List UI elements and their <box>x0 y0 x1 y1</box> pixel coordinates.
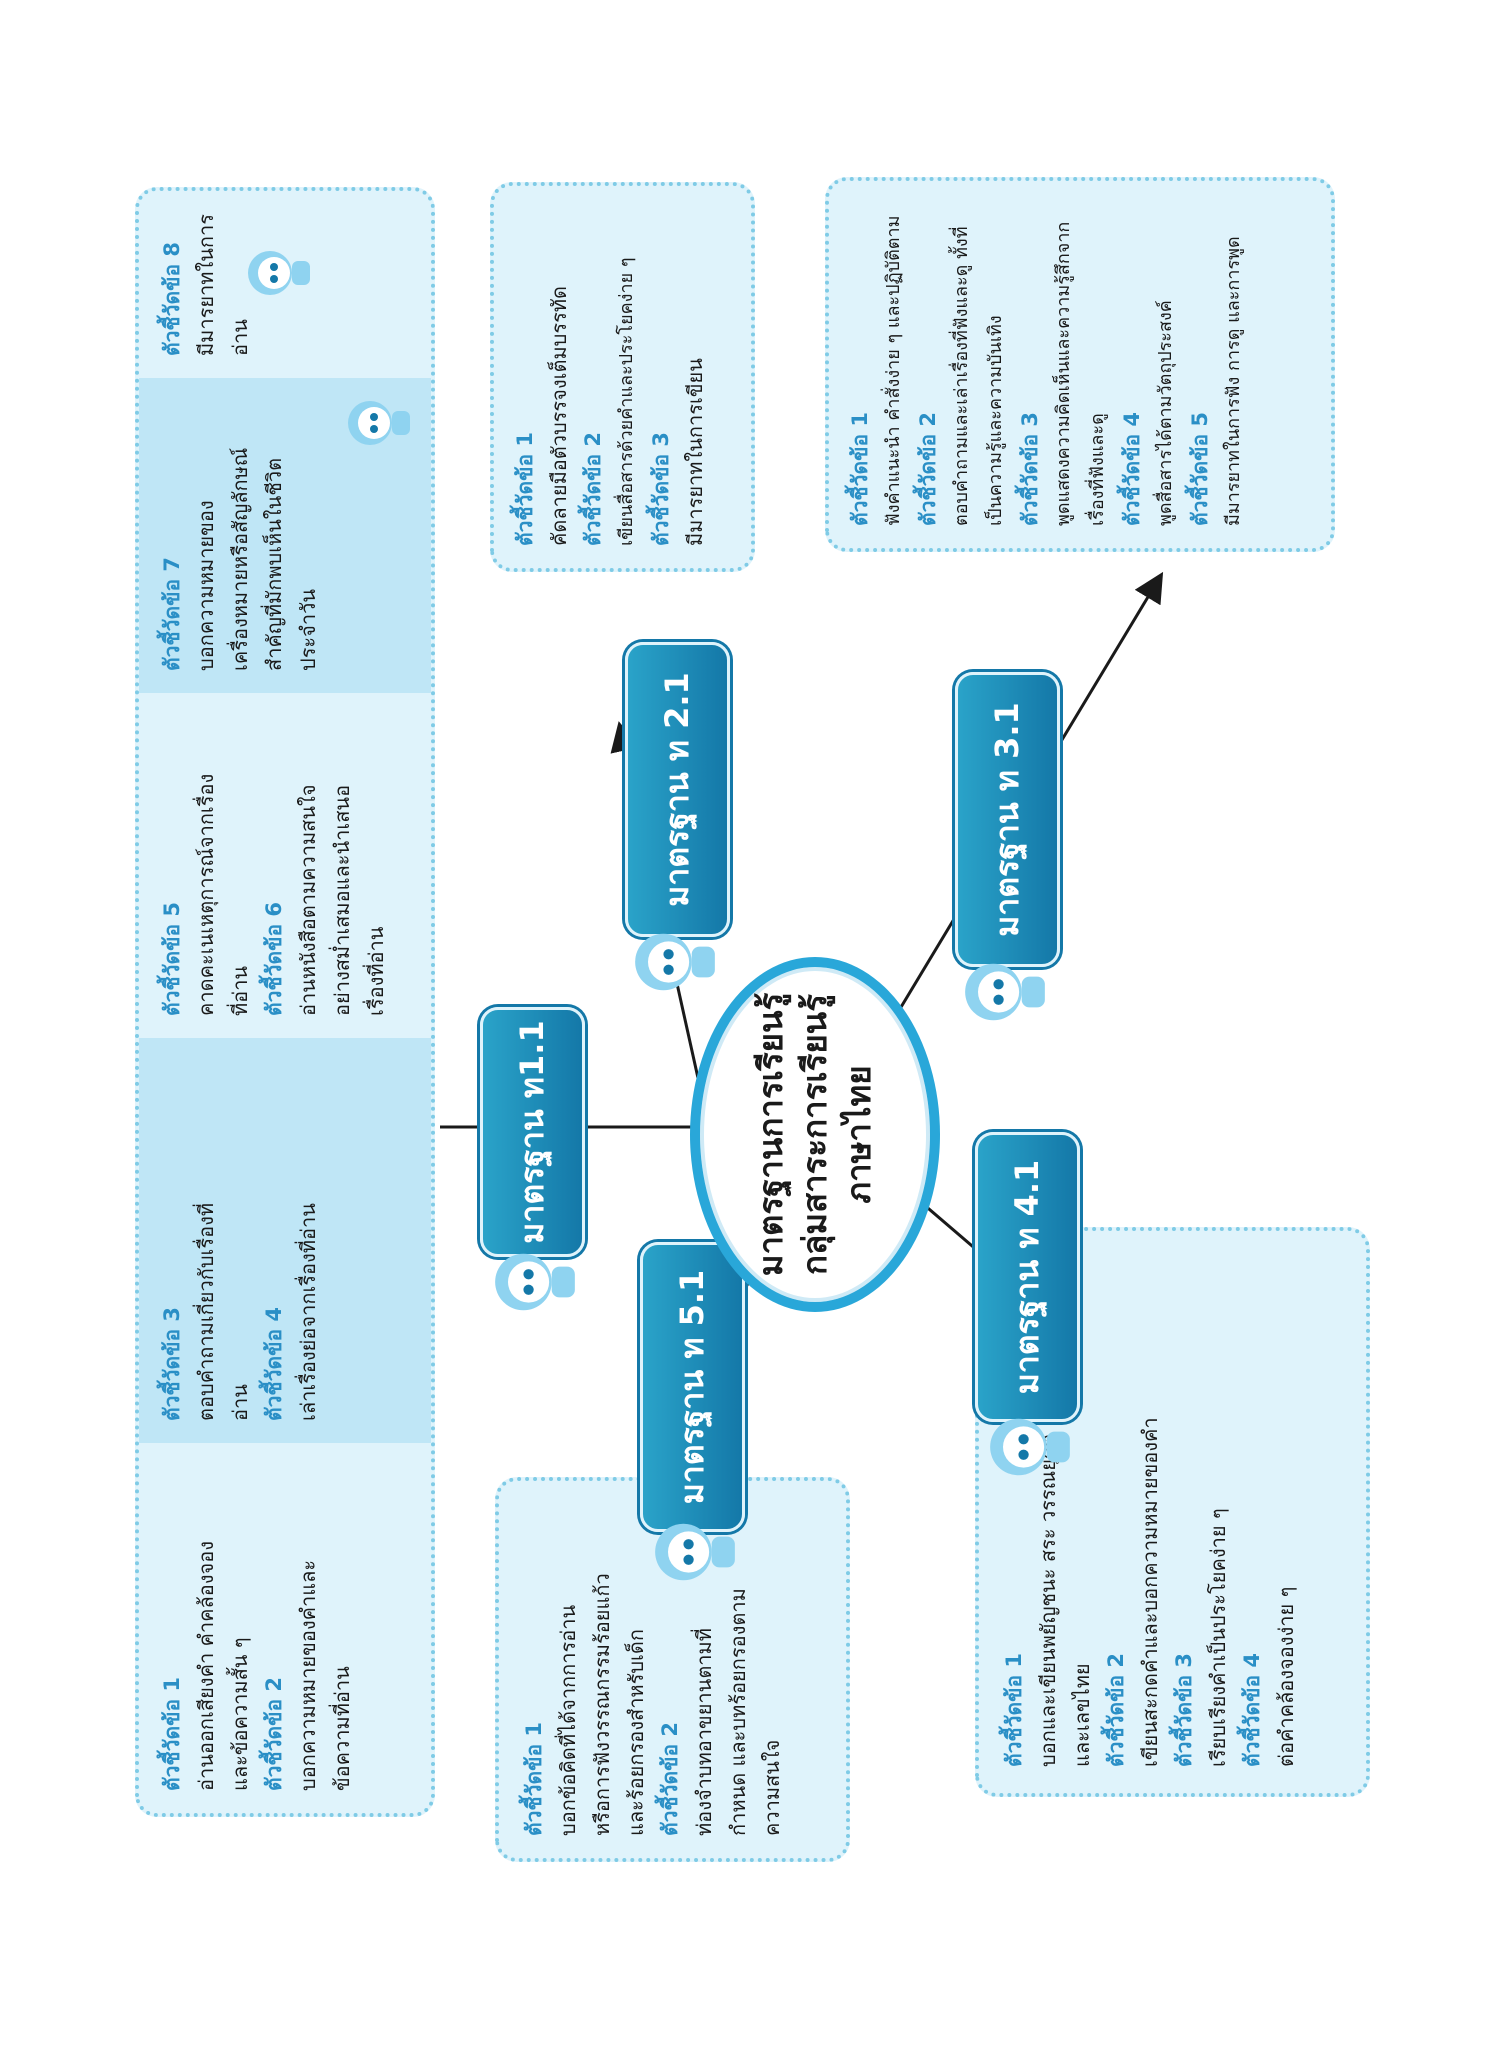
mascot-icon <box>495 1253 575 1311</box>
mascot-icon <box>248 251 310 295</box>
mascot-icon <box>965 963 1045 1021</box>
t3-1-indicators: ตัวชี้วัดข้อ 1 ฟังคำแนะนำ คำสั่งง่าย ๆ แ… <box>843 186 1251 526</box>
t1-1-indicator-box: ตัวชี้วัดข้อ 1 อ่านออกเสียงคำ คำคล้องจอง… <box>135 187 435 1817</box>
indicator-heading: ตัวชี้วัดข้อ 2 <box>581 431 605 546</box>
indicator-text: อ่าน <box>228 1384 252 1421</box>
t1-1-cell-4: ตัวชี้วัดข้อ 7 บอกความหมายของ เครื่องหมา… <box>139 378 431 693</box>
center-topic: มาตรฐานการเรียนรู้ กลุ่มสาระการเรียนรู้ … <box>690 957 940 1312</box>
standard-label: มาตรฐาน ท 2.1 <box>658 672 696 907</box>
indicator-text: ตอบคำถามและเล่าเรื่องที่ฟังและดู ทั้งที่ <box>951 226 972 526</box>
indicator-text: หรือการฟังวรรณกรรมร้อยแก้ว <box>590 1573 614 1836</box>
indicator-heading: ตัวชี้วัดข้อ 3 <box>1018 411 1042 526</box>
standard-t3-1[interactable]: มาตรฐาน ท 3.1 <box>955 672 1060 967</box>
indicator-text: และร้อยกรองสำหรับเด็ก <box>624 1629 648 1836</box>
indicator-heading: ตัวชี้วัดข้อ 4 <box>1240 1652 1264 1767</box>
indicator-text: ความสนใจ <box>760 1739 784 1836</box>
indicator-text: ประจำวัน <box>296 588 320 671</box>
indicator-text: มีมารยาทในการฟัง การดู และการพูด <box>1223 236 1244 526</box>
mascot-icon <box>990 1418 1070 1476</box>
indicator-text: และข้อความสั้น ๆ <box>228 1637 252 1791</box>
indicator-text: เรียบเรียงคำเป็นประโยคง่าย ๆ <box>1206 1508 1230 1767</box>
indicator-heading: ตัวชี้วัดข้อ 3 <box>649 431 673 546</box>
standard-label: มาตรฐาน ท 3.1 <box>988 702 1026 937</box>
indicator-text: อ่านออกเสียงคำ คำคล้องจอง <box>194 1540 218 1791</box>
indicator-heading: ตัวชี้วัดข้อ 3 <box>160 1306 184 1421</box>
indicator-heading: ตัวชี้วัดข้อ 1 <box>522 1721 546 1836</box>
indicator-text: เล่าเรื่องย่อจากเรื่องที่อ่าน <box>296 1203 320 1421</box>
indicator-text: เรื่องที่ฟังและดู <box>1087 413 1108 526</box>
indicator-text: อ่านหนังสือตามความสนใจ <box>296 784 320 1016</box>
standard-t5-1[interactable]: มาตรฐาน ท 5.1 <box>640 1242 745 1532</box>
indicator-text: พูดสื่อสารได้ตามวัตถุประสงค์ <box>1155 300 1176 526</box>
indicator-heading: ตัวชี้วัดข้อ 7 <box>160 556 184 671</box>
center-line-1: มาตรฐานการเรียนรู้ <box>751 992 790 1277</box>
indicator-heading: ตัวชี้วัดข้อ 2 <box>916 411 940 526</box>
indicator-text: ตอบคำถามเกี่ยวกับเรื่องที่ <box>194 1202 218 1421</box>
indicator-text: ที่อ่าน <box>228 965 252 1016</box>
mascot-icon <box>655 1523 735 1581</box>
t2-1-indicators: ตัวชี้วัดข้อ 1 คัดลายมือตัวบรรจงเต็มบรรท… <box>508 196 712 546</box>
indicator-text: เรื่องที่อ่าน <box>364 926 388 1016</box>
indicator-text: ข้อความที่อ่าน <box>330 1666 354 1791</box>
indicator-heading: ตัวชี้วัดข้อ 1 <box>848 411 872 526</box>
center-line-3: ภาษาไทย <box>839 1065 878 1204</box>
indicator-text: บอกข้อคิดที่ได้จากการอ่าน <box>556 1604 580 1836</box>
indicator-heading: ตัวชี้วัดข้อ 1 <box>160 1676 184 1791</box>
indicator-text: อย่างสม่ำเสมอและนำเสนอ <box>330 784 354 1016</box>
indicator-text: มีมารยาทในการเขียน <box>683 358 707 546</box>
indicator-text: เป็นความรู้และความบันเทิง <box>985 315 1006 526</box>
t1-1-cell-2: ตัวชี้วัดข้อ 3 ตอบคำถามเกี่ยวกับเรื่องที… <box>139 1038 431 1443</box>
standard-t4-1[interactable]: มาตรฐาน ท 4.1 <box>975 1132 1080 1422</box>
standard-t1-1[interactable]: มาตรฐาน ท1.1 <box>480 1007 585 1257</box>
mascot-icon <box>635 933 715 991</box>
indicator-heading: ตัวชี้วัดข้อ 3 <box>1172 1652 1196 1767</box>
t1-1-cell-5: ตัวชี้วัดข้อ 8 มีมารยาทในการอ่าน <box>139 191 431 378</box>
indicator-heading: ตัวชี้วัดข้อ 5 <box>1188 411 1212 526</box>
indicator-text: ฟังคำแนะนำ คำสั่งง่าย ๆ และปฏิบัติตาม <box>883 215 904 526</box>
t3-1-indicator-box: ตัวชี้วัดข้อ 1 ฟังคำแนะนำ คำสั่งง่าย ๆ แ… <box>825 177 1335 552</box>
indicator-text: พูดแสดงความคิดเห็นและความรู้สึกจาก <box>1053 221 1074 526</box>
indicator-text: เขียนสะกดคำและบอกความหมายของคำ <box>1138 1417 1162 1767</box>
standard-label: มาตรฐาน ท 4.1 <box>1008 1159 1046 1395</box>
indicator-heading: ตัวชี้วัดข้อ 4 <box>262 1306 286 1421</box>
indicator-heading: ตัวชี้วัดข้อ 4 <box>1120 411 1144 526</box>
indicator-text: คัดลายมือตัวบรรจงเต็มบรรทัด <box>547 285 571 546</box>
t1-1-cell-1: ตัวชี้วัดข้อ 1 อ่านออกเสียงคำ คำคล้องจอง… <box>139 1443 431 1813</box>
mascot-icon <box>348 401 410 445</box>
indicator-heading: ตัวชี้วัดข้อ 2 <box>1104 1652 1128 1767</box>
indicator-heading: ตัวชี้วัดข้อ 5 <box>160 901 184 1016</box>
standard-label: มาตรฐาน ท1.1 <box>513 1020 551 1244</box>
indicator-text: คาดคะเนเหตุการณ์จากเรื่อง <box>194 773 218 1016</box>
center-line-2: กลุ่มสาระการเรียนรู้ <box>795 994 834 1275</box>
indicator-text: สำคัญที่มักพบเห็นในชีวิต <box>262 457 286 671</box>
indicator-text: ต่อคำคล้องจองง่าย ๆ <box>1274 1586 1298 1767</box>
indicator-heading: ตัวชี้วัดข้อ 2 <box>262 1676 286 1791</box>
standard-t2-1[interactable]: มาตรฐาน ท 2.1 <box>625 642 730 937</box>
t1-1-cell-3: ตัวชี้วัดข้อ 5 คาดคะเนเหตุการณ์จากเรื่อง… <box>139 693 431 1038</box>
indicator-text: เครื่องหมายหรือสัญลักษณ์ <box>228 447 252 671</box>
indicator-text: บอกความหมายของคำและ <box>296 1559 320 1791</box>
indicator-text: บอกความหมายของ <box>194 500 218 671</box>
indicator-heading: ตัวชี้วัดข้อ 8 <box>160 241 184 356</box>
standard-label: มาตรฐาน ท 5.1 <box>673 1269 711 1505</box>
t2-1-indicator-box: ตัวชี้วัดข้อ 1 คัดลายมือตัวบรรจงเต็มบรรท… <box>490 182 755 572</box>
indicator-heading: ตัวชี้วัดข้อ 6 <box>262 901 286 1016</box>
indicator-text: เขียนสื่อสารด้วยคำและประโยคง่าย ๆ <box>616 257 637 546</box>
indicator-heading: ตัวชี้วัดข้อ 1 <box>513 431 537 546</box>
